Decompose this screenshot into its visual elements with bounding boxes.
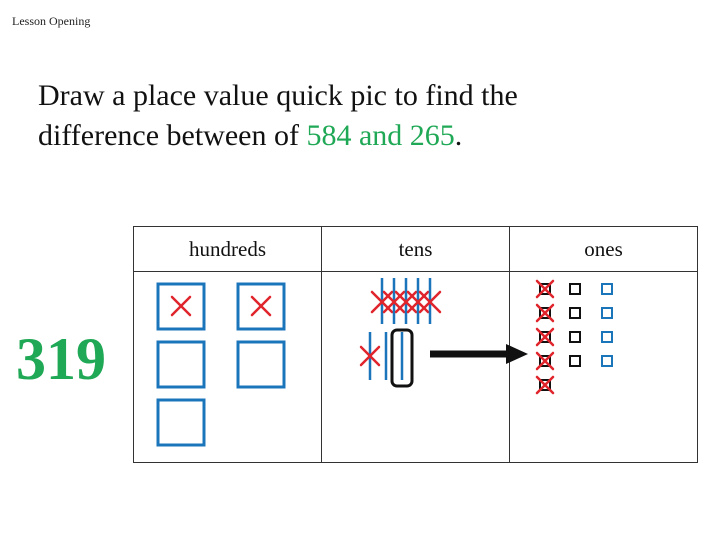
cross-mark <box>535 327 555 347</box>
header-tens: tens <box>321 226 510 272</box>
hundreds-quick-pic <box>156 282 286 447</box>
regroup-outline <box>390 328 414 388</box>
cross-mark <box>418 290 442 314</box>
one-unit-regrouped <box>601 283 613 295</box>
prompt-period: . <box>454 119 463 152</box>
header-ones: ones <box>509 226 698 272</box>
one-unit <box>539 379 551 391</box>
answer-value: 319 <box>16 326 106 392</box>
hundred-block <box>236 282 286 331</box>
place-value-chart: hundreds tens ones <box>133 226 698 463</box>
one-unit <box>569 283 581 295</box>
prompt-line-1: Draw a place value quick pic to find the <box>38 79 518 112</box>
cross-mark <box>359 345 381 367</box>
one-unit-regrouped <box>601 331 613 343</box>
prompt-line-2: difference between of <box>38 119 307 152</box>
ones-quick-pic <box>535 279 613 395</box>
cross-mark <box>250 295 272 317</box>
cross-mark <box>535 375 555 395</box>
tens-quick-pic <box>359 278 442 388</box>
cross-mark <box>535 279 555 299</box>
lesson-header: Lesson Opening <box>12 14 91 28</box>
cross-mark <box>535 303 555 323</box>
header-hundreds: hundreds <box>133 226 322 272</box>
problem-numbers: 584 and 265 <box>306 119 455 152</box>
ones-cell <box>509 271 698 463</box>
hundred-block <box>156 282 206 331</box>
cross-mark <box>535 351 555 371</box>
one-unit <box>569 355 581 367</box>
problem-prompt: Draw a place value quick pic to find the… <box>38 76 698 156</box>
one-unit-regrouped <box>601 307 613 319</box>
one-unit <box>539 355 551 367</box>
cross-mark <box>170 295 192 317</box>
one-unit <box>539 283 551 295</box>
one-unit <box>539 331 551 343</box>
one-unit <box>539 307 551 319</box>
hundred-block <box>156 340 206 389</box>
one-unit <box>569 307 581 319</box>
one-unit-regrouped <box>601 355 613 367</box>
one-unit <box>569 331 581 343</box>
hundreds-cell <box>133 271 322 463</box>
hundred-block <box>236 340 286 389</box>
hundred-block <box>156 398 206 447</box>
tens-cell <box>321 271 510 463</box>
